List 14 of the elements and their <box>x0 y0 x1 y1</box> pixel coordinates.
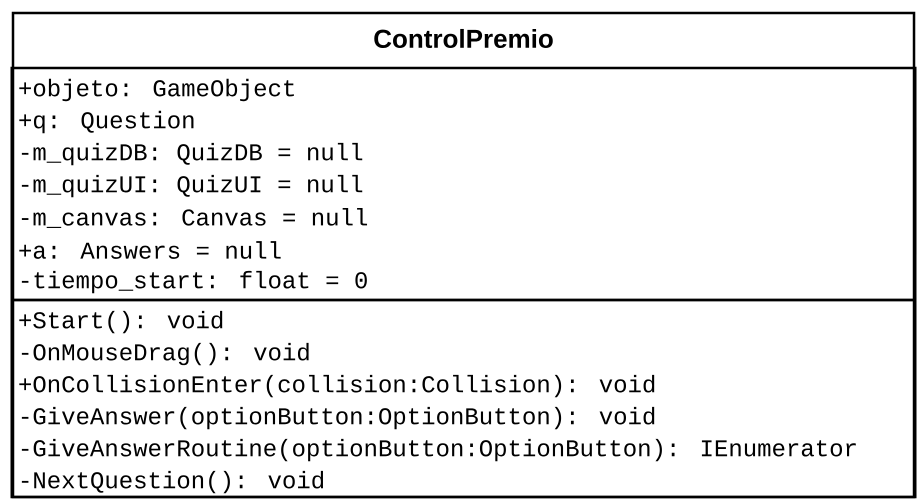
attribute-text: -m_canvas: Canvas = null <box>22 208 368 228</box>
method-text: +Start(): void <box>19 310 222 334</box>
attribute-text: -m_quizUI: QuizUI = null <box>22 174 362 198</box>
method-text: -NextQuestion(): void <box>22 470 324 494</box>
method-text: +OnCollisionEnter(collision:Collision): void <box>19 374 654 398</box>
attribute-text: +a: Answers = null <box>19 241 281 259</box>
attribute-text: +objeto: GameObject <box>19 78 294 102</box>
attribute-text: +q: Question <box>19 110 194 134</box>
class-name: ControlPremio <box>374 28 553 48</box>
method-text: -GiveAnswer(optionButton:OptionButton): void <box>22 406 654 430</box>
attribute-text: -m_quizDB: QuizDB = null <box>22 142 362 166</box>
attribute-text: -tiempo_start: float = 0 <box>22 270 367 294</box>
method-text: -GiveAnswerRoutine(optionButton:OptionButton): IEnumerator <box>22 438 856 462</box>
method-text: -OnMouseDrag(): void <box>22 342 309 366</box>
